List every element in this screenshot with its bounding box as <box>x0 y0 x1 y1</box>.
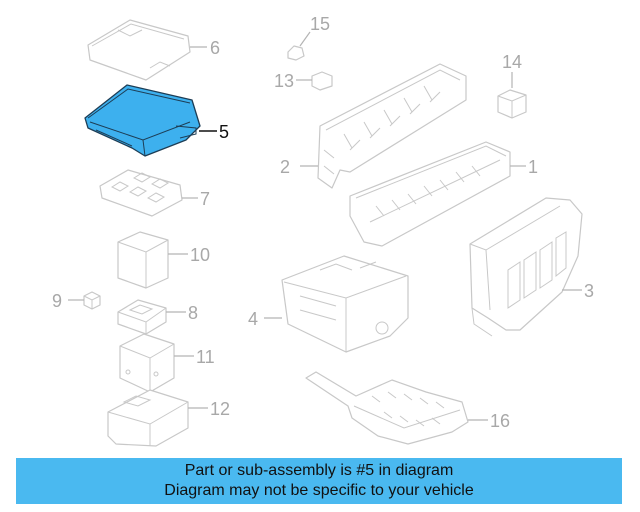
part-8-socket <box>117 299 167 335</box>
part-7-relay-block <box>99 169 183 217</box>
part-2-bracket <box>317 63 467 189</box>
callout-13: 13 <box>274 71 294 91</box>
part-14-relay <box>497 89 527 119</box>
part-5-highlighted-cover <box>84 84 201 157</box>
callout-2: 2 <box>280 157 290 177</box>
leader-15 <box>299 31 311 47</box>
callout-4: 4 <box>248 309 258 329</box>
callout-7: 7 <box>200 189 210 209</box>
part-15-clip <box>287 45 305 61</box>
callout-10: 10 <box>190 245 210 265</box>
callout-12: 12 <box>210 399 230 419</box>
parts-diagram: 6 5 7 10 9 8 <box>52 14 594 447</box>
callout-1: 1 <box>528 157 538 177</box>
part-11-relay <box>119 333 175 393</box>
callout-15: 15 <box>310 14 330 34</box>
callout-8: 8 <box>188 303 198 323</box>
info-banner: Part or sub-assembly is #5 in diagram Di… <box>16 458 622 504</box>
callout-6: 6 <box>210 38 220 58</box>
part-1-fuse-carrier <box>349 141 511 247</box>
part-12-large-relay <box>107 389 189 447</box>
part-6-cover <box>87 19 191 81</box>
callout-14: 14 <box>502 52 522 72</box>
callout-5: 5 <box>219 122 229 142</box>
part-13-clip <box>311 71 333 91</box>
part-9-nut <box>83 291 101 310</box>
part-4-module <box>281 255 409 353</box>
part-3-housing <box>469 197 583 337</box>
callout-16: 16 <box>490 411 510 431</box>
banner-line-2: Diagram may not be specific to your vehi… <box>164 482 474 499</box>
part-16-terminal-plate <box>305 371 469 445</box>
callout-9: 9 <box>52 291 62 311</box>
part-10-relay <box>117 231 169 289</box>
banner-line-1: Part or sub-assembly is #5 in diagram <box>184 462 454 479</box>
callout-3: 3 <box>584 281 594 301</box>
callout-11: 11 <box>196 347 215 367</box>
